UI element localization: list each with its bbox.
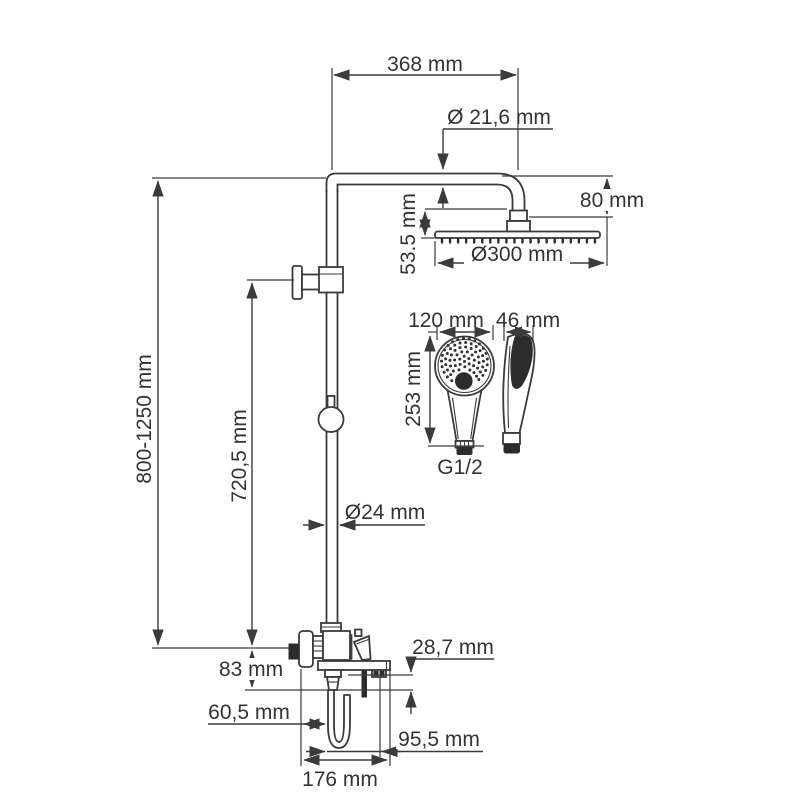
handshower-thread-label: G1/2: [437, 456, 483, 479]
dim-total-depth: 176 mm: [302, 667, 391, 791]
riser-pipe: [325, 189, 339, 624]
dim-handshower-length-label: 253 mm: [402, 351, 425, 427]
diverter-knob: [317, 395, 345, 433]
shower-arm: [325, 172, 526, 212]
dim-head-connector-height: 53.5 mm: [397, 193, 507, 275]
dim-riser-diameter-label: Ø24 mm: [345, 501, 426, 524]
dim-shelf-clearance: 28,7 mm: [348, 636, 494, 714]
dim-top-width: 368 mm: [331, 53, 519, 170]
dim-top-width-label: 368 mm: [387, 53, 463, 76]
dim-spout-drop: 83 mm: [216, 650, 413, 691]
handshower-front-view: [434, 335, 495, 455]
dim-column-height-label: 800-1250 mm: [133, 354, 156, 484]
dim-bracket-to-base: 720,5 mm: [228, 279, 294, 646]
mixer-lever-blade: [352, 634, 372, 661]
dim-handshower-depth-label: 46 mm: [496, 309, 560, 332]
dim-head-diameter-label: Ø300 mm: [471, 243, 563, 266]
dim-arm-pipe-diameter: Ø 21,6 mm: [437, 106, 553, 208]
mode-button: [455, 372, 473, 390]
dim-shelf-reach-label: 95,5 mm: [398, 728, 480, 751]
dim-head-drop: 80 mm: [502, 175, 648, 218]
dim-handshower-depth: 46 mm: [496, 309, 560, 341]
dim-spout-reach: 60,5 mm: [208, 669, 326, 766]
spout-hose: [324, 669, 351, 749]
overhead-shower-head: [434, 209, 601, 244]
hose-connector: [456, 447, 473, 455]
wall-bracket: [291, 265, 344, 300]
dim-head-connector-height-label: 53.5 mm: [397, 193, 420, 275]
handshower-side-view: [502, 332, 536, 454]
dim-arm-pipe-diameter-label: Ø 21,6 mm: [447, 106, 551, 129]
dim-total-depth-label: 176 mm: [302, 768, 378, 791]
dim-riser-diameter: Ø24 mm: [303, 501, 426, 531]
dim-shelf-reach: 95,5 mm: [306, 678, 484, 758]
dim-handshower-width: 120 mm: [408, 309, 494, 340]
dim-head-diameter: Ø300 mm: [434, 217, 608, 269]
mixer-body: [288, 622, 372, 698]
dim-handshower-width-label: 120 mm: [408, 309, 484, 332]
dim-handshower-length: 253 mm: [402, 335, 484, 447]
dim-head-drop-label: 80 mm: [580, 189, 644, 212]
dim-spout-drop-label: 83 mm: [219, 658, 283, 681]
side-view-face: [510, 335, 533, 389]
dimension-annotations: 368 mm Ø 21,6 mm 80 mm 53.5 mm: [133, 53, 648, 791]
mixer-lever-stick: [361, 659, 367, 698]
dim-column-height: 800-1250 mm: [133, 177, 326, 649]
dim-shelf-clearance-label: 28,7 mm: [412, 636, 494, 659]
dim-spout-reach-label: 60,5 mm: [208, 701, 290, 724]
dim-bracket-to-base-label: 720,5 mm: [228, 409, 251, 502]
spray-face-dots: [440, 337, 489, 383]
spray-nozzles: [440, 237, 597, 244]
